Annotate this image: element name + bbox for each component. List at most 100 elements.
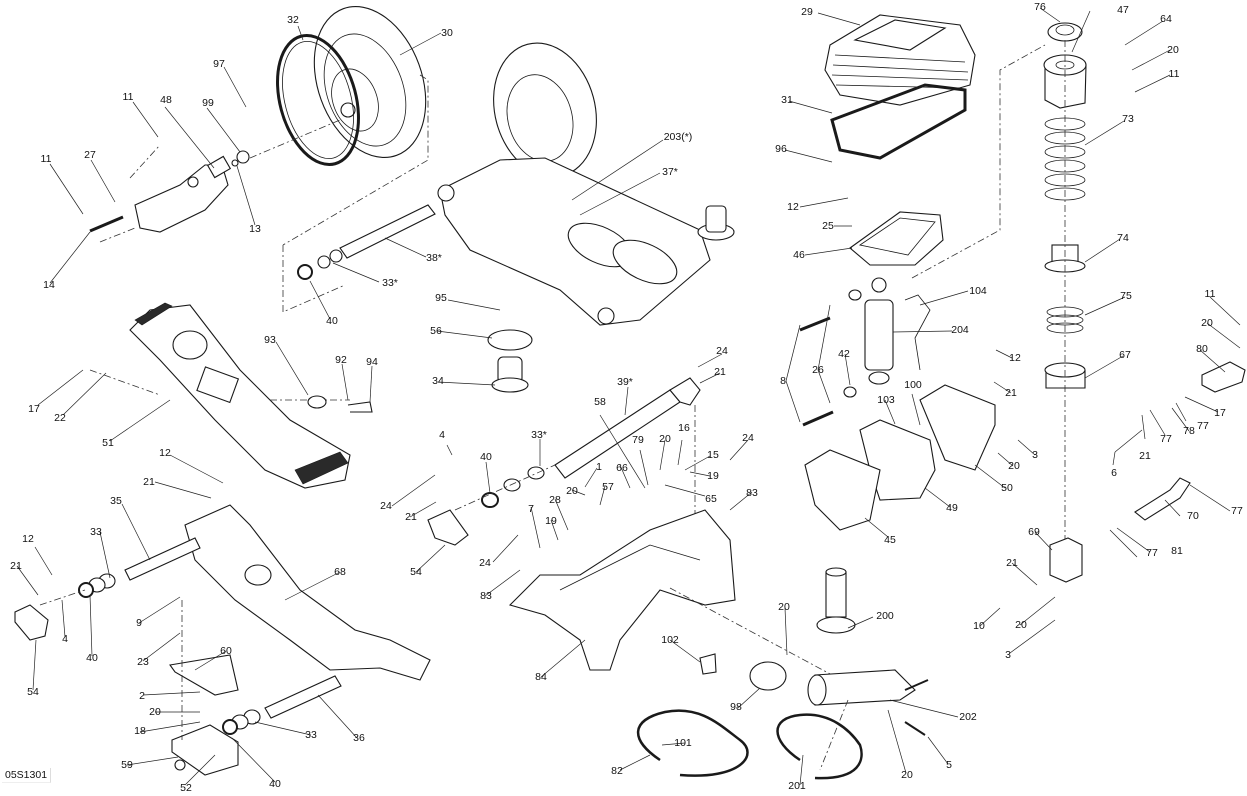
- callout-96: 96: [775, 142, 787, 155]
- callout-20: 20: [901, 768, 913, 781]
- callout-33: 33: [305, 728, 317, 741]
- callout-40: 40: [480, 450, 492, 463]
- callout-42: 42: [838, 347, 850, 360]
- callout-24: 24: [380, 499, 392, 512]
- leader-lines: [16, 7, 1241, 786]
- callout-75: 75: [1120, 289, 1132, 302]
- callout-21: 21: [1006, 556, 1018, 569]
- callout-6: 6: [1111, 466, 1117, 479]
- callout-203: 203(*): [663, 130, 693, 143]
- callout-1: 1: [596, 460, 602, 473]
- callout-103: 103: [877, 393, 895, 406]
- callout-4: 4: [62, 632, 68, 645]
- callout-98: 98: [730, 700, 742, 713]
- wire-104: [904, 294, 931, 371]
- callout-38: 38*: [426, 251, 442, 264]
- bolt-14: [89, 215, 124, 233]
- shock-204: [843, 277, 894, 398]
- callout-77: 77: [1231, 504, 1243, 517]
- callout-35: 35: [110, 494, 122, 507]
- trailing-arm-68: [184, 504, 431, 681]
- callout-101: 101: [674, 736, 692, 749]
- callout-11: 11: [122, 90, 134, 103]
- shaft-38: [297, 204, 436, 280]
- callout-33-star: 33*: [531, 428, 547, 441]
- callout-39: 39*: [617, 375, 633, 388]
- callout-12: 12: [159, 446, 171, 459]
- bracket-80: [1201, 361, 1246, 393]
- drive-housing-30: [313, 6, 427, 158]
- callout-9: 9: [136, 616, 142, 629]
- callout-67: 67: [1119, 348, 1131, 361]
- callout-102: 102: [661, 633, 679, 646]
- callout-40: 40: [86, 651, 98, 664]
- callout-69: 69: [1028, 525, 1040, 538]
- callout-30: 30: [441, 26, 453, 39]
- callout-19: 19: [545, 514, 557, 527]
- callout-33-star: 33*: [382, 276, 398, 289]
- callout-48: 48: [160, 93, 172, 106]
- callout-49: 49: [946, 501, 958, 514]
- callout-52: 52: [180, 781, 192, 794]
- callout-17: 17: [1214, 406, 1226, 419]
- callout-58: 58: [594, 395, 606, 408]
- callout-93: 93: [264, 333, 276, 346]
- callout-34: 34: [432, 374, 444, 387]
- callout-100: 100: [904, 378, 922, 391]
- callout-95: 95: [435, 291, 447, 304]
- callout-13: 13: [249, 222, 261, 235]
- callout-23: 23: [137, 655, 149, 668]
- bolt-8a: [799, 316, 831, 332]
- callout-28: 28: [549, 493, 561, 506]
- callout-10: 10: [973, 619, 985, 632]
- diagram-reference-code: 05S1301: [2, 768, 52, 783]
- callout-77: 77: [1146, 546, 1158, 559]
- gasket-ring-32: [276, 33, 360, 167]
- callout-16: 16: [678, 421, 690, 434]
- callout-200: 200: [876, 609, 894, 622]
- shaft-36: [222, 675, 342, 735]
- base-46: [849, 211, 944, 266]
- callout-20: 20: [1201, 316, 1213, 329]
- callout-25: 25: [822, 219, 834, 232]
- callout-11: 11: [1168, 67, 1180, 80]
- callout-40: 40: [269, 777, 281, 790]
- callout-20: 20: [778, 600, 790, 613]
- bracket-69: [1049, 537, 1083, 583]
- callout-47: 47: [1117, 3, 1129, 16]
- bump-stop-34: [491, 356, 529, 393]
- callout-8: 8: [780, 374, 786, 387]
- bolt-8b: [802, 410, 834, 427]
- callout-84: 84: [535, 670, 547, 683]
- bracket-50: [919, 384, 996, 471]
- callout-5: 5: [946, 758, 952, 771]
- callout-59: 59: [121, 758, 133, 771]
- seal-99: [236, 150, 250, 164]
- callout-94: 94: [366, 355, 378, 368]
- actuator-200: [816, 567, 856, 634]
- callout-79: 79: [632, 433, 644, 446]
- callout-46: 46: [793, 248, 805, 261]
- callout-202: 202: [959, 710, 977, 723]
- callout-21: 21: [1005, 386, 1017, 399]
- bracket-54-left: [14, 604, 49, 641]
- callout-36: 36: [353, 731, 365, 744]
- callout-11: 11: [1204, 287, 1216, 300]
- frame-84: [508, 509, 736, 671]
- callout-21: 21: [143, 475, 155, 488]
- callout-54: 54: [410, 565, 422, 578]
- callout-97: 97: [213, 57, 225, 70]
- callout-57: 57: [602, 480, 614, 493]
- callout-204: 204: [951, 323, 969, 336]
- callout-3: 3: [1005, 648, 1011, 661]
- plate-93: [307, 395, 327, 409]
- callout-56: 56: [430, 324, 442, 337]
- coupler-48: [134, 155, 232, 233]
- callout-3: 3: [1032, 448, 1038, 461]
- shaft-35: [78, 537, 201, 598]
- callout-83: 83: [480, 589, 492, 602]
- callout-12: 12: [787, 200, 799, 213]
- callout-70: 70: [1187, 509, 1199, 522]
- callout-18: 18: [134, 724, 146, 737]
